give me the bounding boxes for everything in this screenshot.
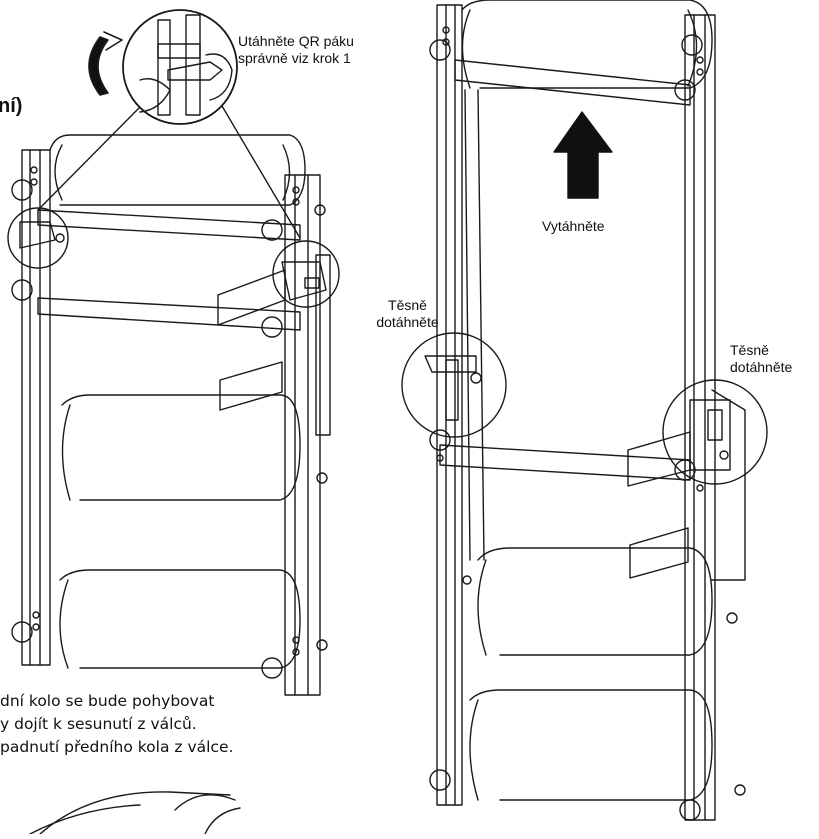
right-tighten-detail-circle bbox=[662, 379, 768, 485]
rotate-arrow-icon bbox=[88, 31, 123, 96]
up-arrow-icon bbox=[553, 111, 613, 199]
section-heading-fragment: ní) bbox=[0, 95, 23, 117]
warning-note: dní kolo se bude pohybovat y dojít k ses… bbox=[0, 690, 300, 759]
warning-note-line-2: y dojít k sesunutí z válců. bbox=[0, 715, 197, 733]
warning-note-line-1: dní kolo se bude pohybovat bbox=[0, 692, 215, 710]
tighten-callout-right-line-1: Těsně bbox=[730, 342, 769, 358]
tighten-callout-left: Těsně dotáhněte bbox=[370, 297, 445, 331]
bottom-roller-sketch bbox=[29, 791, 241, 835]
tighten-callout-left-line-1: Těsně bbox=[388, 297, 427, 313]
left-clamp-detail-circle bbox=[7, 207, 69, 269]
tighten-callout-right: Těsně dotáhněte bbox=[730, 342, 792, 376]
left-tighten-detail-circle bbox=[401, 332, 507, 438]
warning-note-line-3: padnutí předního kola z válce. bbox=[0, 738, 234, 756]
left-roller-frame bbox=[11, 134, 331, 696]
qr-lever-callout-line-2: správně viz krok 1 bbox=[238, 50, 351, 66]
qr-lever-callout: Utáhněte QR páku správně viz krok 1 bbox=[238, 33, 354, 67]
tighten-callout-right-line-2: dotáhněte bbox=[730, 359, 793, 375]
right-clamp-detail-circle bbox=[272, 240, 340, 308]
right-roller-frame bbox=[429, 0, 746, 821]
tighten-callout-left-line-2: dotáhněte bbox=[376, 314, 439, 330]
qr-lever-callout-line-1: Utáhněte QR páku bbox=[238, 33, 354, 49]
qr-lever-magnifier bbox=[37, 9, 301, 239]
pull-up-callout: Vytáhněte bbox=[542, 218, 605, 234]
